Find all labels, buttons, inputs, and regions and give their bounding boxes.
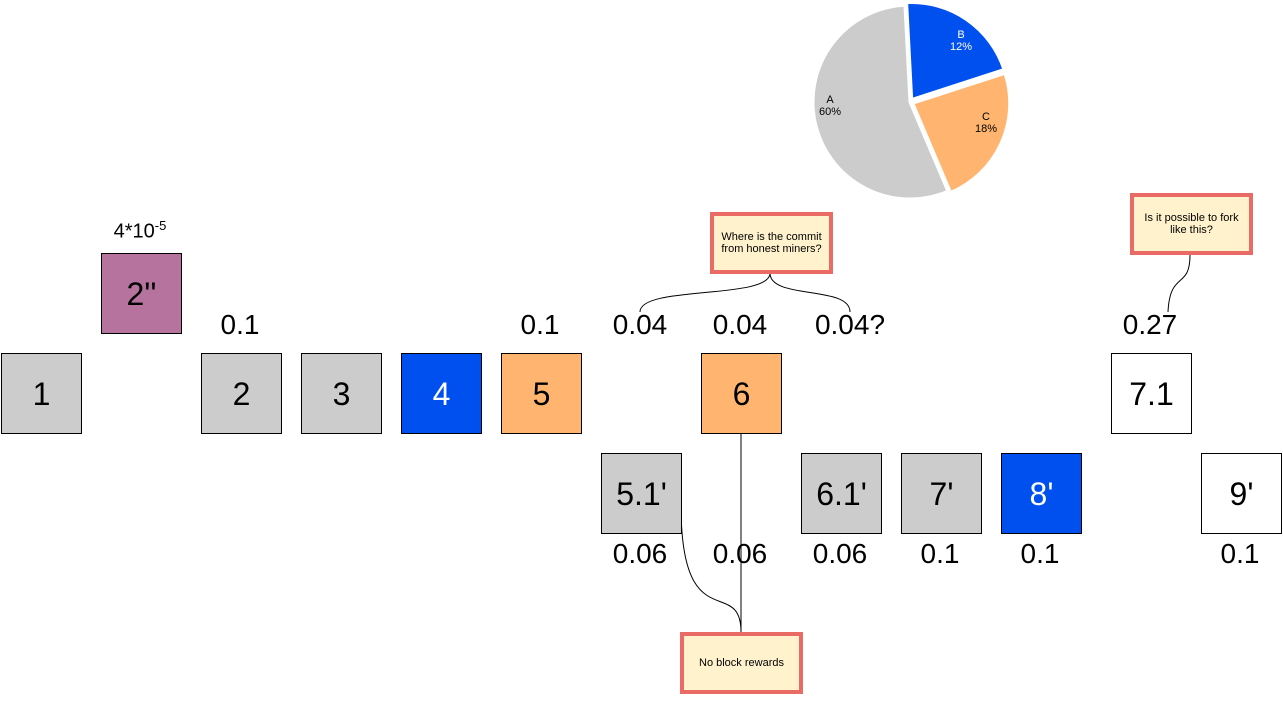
- block-2-label: 2: [232, 375, 251, 412]
- block-7-1[interactable]: 7.1: [1111, 353, 1192, 434]
- pie-label-c-value: 18%: [974, 123, 998, 135]
- prob-after-block-6: 0.04?: [814, 309, 886, 340]
- prob-block-5-1-prime: 0.06: [612, 538, 668, 569]
- pie-slice-b: [905, 1, 1006, 102]
- block-6[interactable]: 6: [701, 353, 782, 434]
- prob-before-block-6: 0.04: [612, 309, 668, 340]
- connector-block51-note: [680, 504, 742, 633]
- block-7-prime[interactable]: 7': [901, 453, 982, 534]
- block-8-prime-label: 8': [1029, 475, 1054, 512]
- prob-block-2-double-prime: 4*10-5: [100, 212, 180, 246]
- pie-label-b-value: 12%: [949, 41, 973, 53]
- block-1-label: 1: [32, 375, 51, 412]
- prob-block-2: 0.1: [220, 309, 260, 340]
- pie-slice-c: [910, 71, 1012, 195]
- pie-label-a: A 60%: [810, 94, 850, 118]
- block-7-prime-label: 7': [929, 475, 954, 512]
- block-9-prime[interactable]: 9': [1201, 453, 1282, 534]
- pie-label-c: C 18%: [966, 111, 1006, 135]
- block-4-label: 4: [432, 375, 451, 412]
- block-2-double-prime[interactable]: 2'': [101, 253, 182, 334]
- prob-block-6-1-prime: 0.06: [812, 538, 868, 569]
- block-5-1-prime[interactable]: 5.1': [601, 453, 682, 534]
- block-5-label: 5: [532, 375, 551, 412]
- pie-label-b: B 12%: [941, 29, 981, 53]
- pie-slice-a: [811, 3, 950, 201]
- prob-under-block-6: 0.06: [712, 538, 768, 569]
- pie-label-a-name: A: [826, 94, 834, 106]
- block-6-label: 6: [732, 375, 751, 412]
- block-2-double-prime-label: 2'': [126, 275, 157, 312]
- block-3[interactable]: 3: [301, 353, 382, 434]
- prob-block-8-prime: 0.1: [1020, 538, 1060, 569]
- note-honest-commit-text: Where is the commit from honest miners?: [721, 231, 822, 255]
- block-5-1-prime-label: 5.1': [616, 475, 667, 512]
- block-9-prime-label: 9': [1229, 475, 1254, 512]
- block-6-1-prime[interactable]: 6.1': [801, 453, 882, 534]
- block-1[interactable]: 1: [1, 353, 82, 434]
- prob-block-5: 0.1: [520, 309, 560, 340]
- note-no-block-rewards-text: No block rewards: [699, 657, 784, 669]
- block-6-1-prime-label: 6.1': [816, 475, 867, 512]
- block-7-1-label: 7.1: [1129, 375, 1174, 412]
- block-3-label: 3: [332, 375, 351, 412]
- pie-label-c-name: C: [982, 111, 990, 123]
- prob-block-7-prime: 0.1: [920, 538, 960, 569]
- hashpower-pie-chart: [811, 1, 1012, 201]
- block-4[interactable]: 4: [401, 353, 482, 434]
- pie-label-a-value: 60%: [818, 106, 842, 118]
- prob-2pp-exponent: -5: [154, 218, 167, 233]
- block-5[interactable]: 5: [501, 353, 582, 434]
- prob-block-6: 0.04: [712, 309, 768, 340]
- note-fork-question[interactable]: Is it possible to fork like this?: [1130, 193, 1253, 255]
- block-8-prime[interactable]: 8': [1001, 453, 1082, 534]
- block-2[interactable]: 2: [201, 353, 282, 434]
- prob-block-9-prime: 0.1: [1220, 538, 1260, 569]
- connector-commit-brace: [639, 272, 851, 313]
- prob-block-7-1: 0.27: [1122, 309, 1178, 340]
- note-fork-question-text: Is it possible to fork like this?: [1144, 212, 1239, 236]
- note-no-block-rewards[interactable]: No block rewards: [680, 632, 803, 694]
- note-honest-commit[interactable]: Where is the commit from honest miners?: [710, 212, 833, 274]
- connector-fork-note: [1167, 254, 1191, 313]
- prob-2pp-base: 4*10: [113, 220, 155, 243]
- pie-label-b-name: B: [957, 29, 965, 41]
